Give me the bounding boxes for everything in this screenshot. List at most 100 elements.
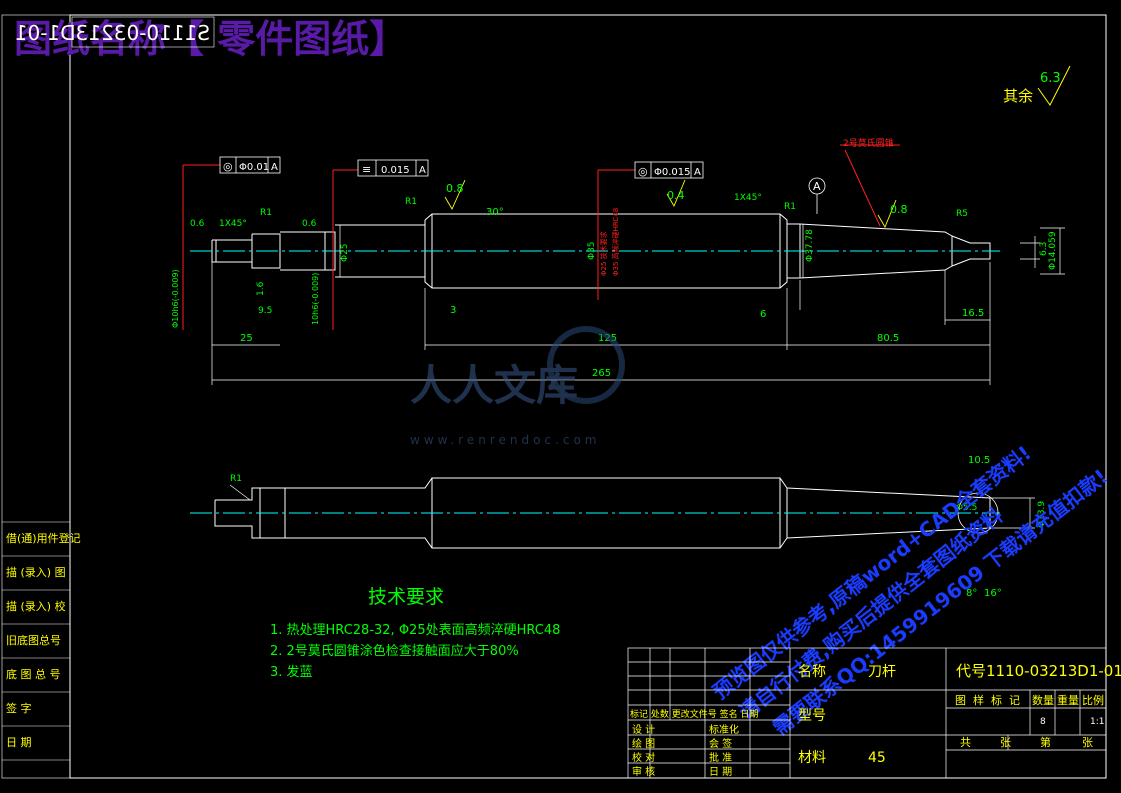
mirrored-code: S1110-03213D1-01 bbox=[15, 21, 210, 45]
svg-text:标: 标 bbox=[991, 693, 1002, 707]
roughness-other-value: 6.3 bbox=[1040, 71, 1061, 86]
svg-text:借(通)用件登记: 借(通)用件登记 bbox=[6, 531, 81, 545]
svg-text:底 图 总 号: 底 图 总 号 bbox=[6, 667, 61, 681]
dimension-lines bbox=[211, 224, 1065, 529]
svg-text:图: 图 bbox=[955, 694, 966, 707]
svg-text:R1: R1 bbox=[405, 197, 417, 207]
svg-text:R1: R1 bbox=[784, 202, 796, 212]
svg-text:8: 8 bbox=[1040, 717, 1046, 727]
svg-text:会 签: 会 签 bbox=[709, 737, 732, 750]
svg-text:人人文库: 人人文库 bbox=[410, 361, 578, 410]
svg-text:名称: 名称 bbox=[798, 664, 826, 680]
tech-item-2: 2. 2号莫氏圆锥涂色检查接触面应大于80% bbox=[270, 643, 519, 659]
svg-text:6.3: 6.3 bbox=[1039, 242, 1049, 256]
svg-text:25: 25 bbox=[240, 333, 253, 344]
roughness-marks: 0.8 0.4 0.8 bbox=[444, 179, 908, 229]
svg-text:批 准: 批 准 bbox=[709, 751, 732, 764]
svg-text:Φ10h6(-0.009): Φ10h6(-0.009) bbox=[171, 269, 180, 328]
tolerance-symbol: ≡ bbox=[362, 163, 371, 176]
tolerance-datum: A bbox=[419, 165, 426, 176]
left-margin-border bbox=[1, 14, 71, 779]
tech-item-3: 3. 发蓝 bbox=[270, 664, 313, 680]
svg-text:样: 样 bbox=[973, 693, 984, 707]
svg-text:数量: 数量 bbox=[1032, 694, 1054, 707]
svg-text:1.6: 1.6 bbox=[256, 281, 266, 296]
tolerance-datum: A bbox=[271, 162, 278, 173]
tolerance-value: Φ0.015 bbox=[654, 167, 691, 178]
svg-text:描 (录入) 图: 描 (录入) 图 bbox=[6, 565, 66, 579]
title-block-text: 名称 刀杆 代号1110-03213D1-01 型号 材料 45 标记 处数 更… bbox=[630, 662, 1121, 778]
svg-text:Φ25: Φ25 bbox=[340, 243, 350, 262]
svg-text:Φ37.78: Φ37.78 bbox=[805, 229, 815, 262]
svg-text:www.renrendoc.com: www.renrendoc.com bbox=[410, 433, 600, 447]
svg-text:张: 张 bbox=[1000, 736, 1011, 749]
svg-text:9.5: 9.5 bbox=[258, 306, 272, 316]
svg-text:265: 265 bbox=[592, 368, 611, 379]
svg-text:1:1: 1:1 bbox=[1090, 717, 1104, 727]
side-table-labels: 借(通)用件登记 描 (录入) 图 描 (录入) 校 旧底图总号 底 图 总 号… bbox=[6, 531, 81, 749]
svg-text:1X45°: 1X45° bbox=[219, 219, 247, 229]
dimension-texts: 0.6 1X45° R1 0.6 R1 30° 1X45° R1 R5 Φ25 … bbox=[171, 193, 1058, 599]
red-annotation-lines bbox=[182, 144, 900, 330]
svg-text:标记 处数 更改文件号 签名 日期: 标记 处数 更改文件号 签名 日期 bbox=[630, 708, 758, 720]
svg-text:比例: 比例 bbox=[1082, 693, 1104, 707]
svg-text:8°: 8° bbox=[966, 588, 977, 599]
svg-text:审 核: 审 核 bbox=[632, 765, 655, 778]
roughness-other-symbol bbox=[1037, 65, 1071, 106]
svg-text:记: 记 bbox=[1009, 694, 1020, 707]
svg-text:旧底图总号: 旧底图总号 bbox=[6, 633, 61, 647]
tolerance-value: 0.015 bbox=[381, 165, 410, 176]
svg-text:Φ5.5: Φ5.5 bbox=[956, 503, 977, 513]
svg-text:描 (录入) 校: 描 (录入) 校 bbox=[6, 599, 66, 613]
svg-text:重量: 重量 bbox=[1057, 693, 1079, 707]
svg-text:型号: 型号 bbox=[798, 708, 826, 724]
tech-item-1: 1. 热处理HRC28-32, Φ25处表面高频淬硬HRC48 bbox=[270, 622, 560, 638]
svg-text:16°: 16° bbox=[984, 588, 1002, 599]
svg-text:30°: 30° bbox=[486, 207, 504, 218]
svg-text:签 字: 签 字 bbox=[6, 701, 32, 715]
svg-text:Φ14.059: Φ14.059 bbox=[1048, 231, 1058, 270]
svg-text:第: 第 bbox=[1040, 735, 1051, 749]
svg-text:R5: R5 bbox=[956, 209, 968, 219]
svg-text:0.8: 0.8 bbox=[890, 203, 908, 216]
svg-text:张: 张 bbox=[1082, 736, 1093, 749]
svg-text:标准化: 标准化 bbox=[709, 723, 739, 736]
tolerance-frame-2: ≡ 0.015 A bbox=[357, 159, 429, 177]
svg-text:请自行付费,购买后提供全套图纸资料: 请自行付费,购买后提供全套图纸资料 bbox=[734, 503, 1007, 724]
tolerance-frame-1: ◎ Φ0.01 A bbox=[219, 156, 281, 174]
tolerance-datum: A bbox=[694, 167, 701, 178]
side-table bbox=[2, 521, 70, 761]
svg-text:校 对: 校 对 bbox=[632, 751, 655, 764]
svg-text:0.8: 0.8 bbox=[446, 182, 464, 195]
svg-text:80.5: 80.5 bbox=[877, 333, 899, 344]
svg-text:Φ25 技术要求: Φ25 技术要求 bbox=[599, 231, 608, 276]
svg-text:0.6: 0.6 bbox=[302, 219, 317, 229]
svg-text:10h6(-0.009): 10h6(-0.009) bbox=[311, 273, 320, 325]
svg-text:1X45°: 1X45° bbox=[734, 193, 762, 203]
svg-text:日 期: 日 期 bbox=[6, 736, 32, 749]
svg-text:Φ13.9: Φ13.9 bbox=[1037, 501, 1047, 528]
svg-text:设 计: 设 计 bbox=[632, 723, 655, 736]
svg-text:16.5: 16.5 bbox=[962, 308, 984, 319]
drawing-title: 图纸名称【 零件图纸】 bbox=[14, 17, 407, 61]
svg-text:3: 3 bbox=[450, 305, 456, 316]
svg-text:6: 6 bbox=[760, 309, 766, 320]
svg-text:绘 图: 绘 图 bbox=[632, 737, 655, 750]
svg-text:刀杆: 刀杆 bbox=[868, 664, 896, 680]
title-block-grid bbox=[627, 647, 1107, 779]
datum-label: A bbox=[813, 180, 821, 193]
roughness-other-label: 其余 bbox=[1003, 87, 1033, 105]
taper-note: 2号莫氏圆锥 bbox=[843, 137, 894, 149]
svg-text:日 期: 日 期 bbox=[709, 766, 732, 778]
tech-title: 技术要求 bbox=[368, 586, 444, 608]
tolerance-symbol: ◎ bbox=[223, 160, 233, 173]
svg-text:R1: R1 bbox=[230, 474, 242, 484]
watermark: 人人文库 www.renrendoc.com bbox=[410, 326, 625, 447]
svg-text:共: 共 bbox=[960, 736, 971, 749]
svg-text:0.6: 0.6 bbox=[190, 219, 205, 229]
svg-text:R1: R1 bbox=[260, 208, 272, 218]
end-detail-circle bbox=[957, 492, 999, 534]
drawing-border bbox=[69, 14, 1107, 779]
svg-text:Φ35: Φ35 bbox=[587, 241, 597, 260]
